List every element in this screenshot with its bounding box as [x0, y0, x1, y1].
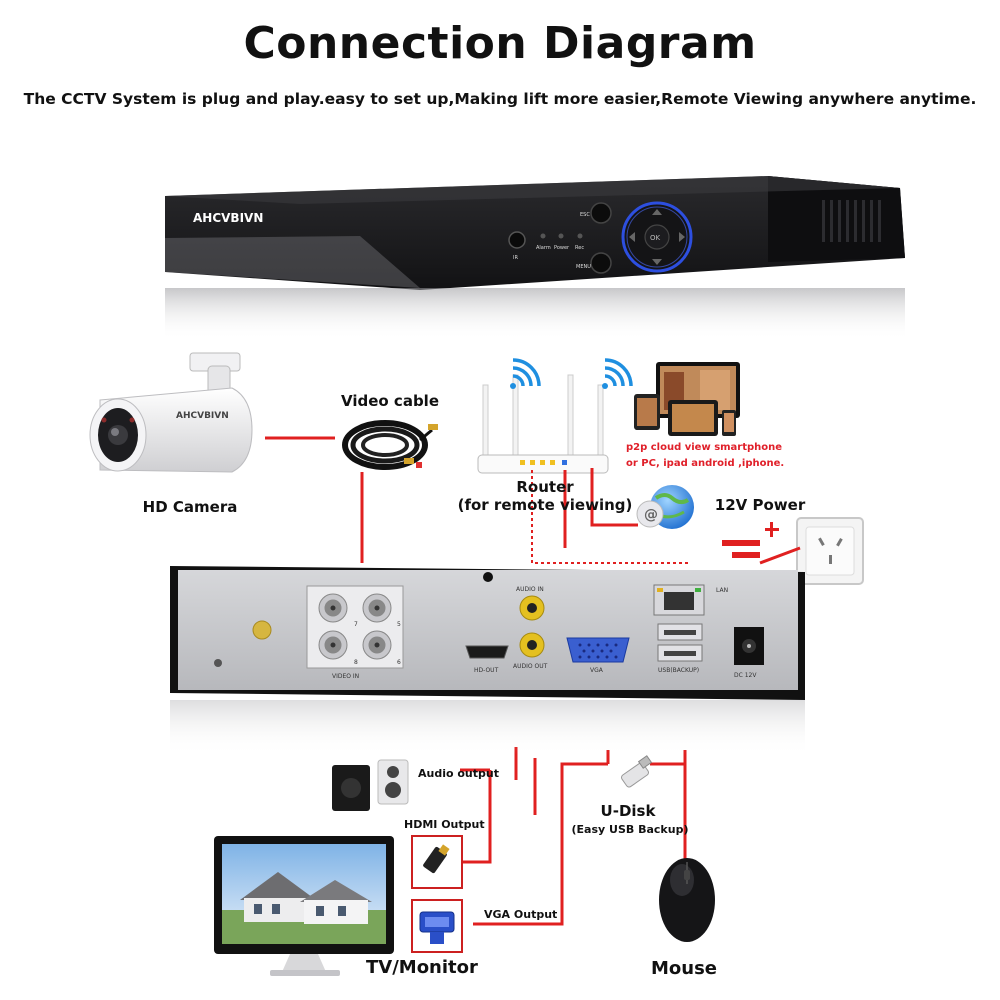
speakers-icon: [332, 759, 409, 811]
page-title: Connection Diagram: [243, 18, 757, 69]
router-note: (for remote viewing): [457, 496, 633, 514]
tv-monitor-icon: [214, 836, 394, 976]
wall-outlet-icon: [796, 517, 864, 585]
connection-cables: [265, 436, 801, 926]
video-cable-coil: [342, 420, 438, 470]
dvr-back-panel: [170, 566, 805, 755]
mouse-icon: [659, 858, 715, 942]
camera-brand: AHCVBIVN: [176, 411, 229, 421]
router-label: Router: [516, 478, 574, 496]
vga-cable-icon: [411, 899, 463, 953]
internet-globe-icon: @: [636, 485, 694, 529]
svg-text:@: @: [644, 507, 658, 523]
vga-output-label: VGA Output: [484, 908, 558, 921]
audio-out-label: AUDIO OUT: [513, 663, 548, 670]
wifi-icon-right: [602, 358, 633, 389]
usb-label: USB(BACKUP): [658, 667, 699, 674]
power-label: 12V Power: [714, 496, 806, 514]
channel-8-label: 8: [354, 659, 358, 666]
channel-6-label: 6: [397, 659, 401, 666]
channel-7-label: 7: [354, 621, 358, 628]
hd-camera: [89, 352, 253, 473]
channel-5-label: 5: [397, 621, 401, 628]
dvr-menu-label: MENU: [576, 264, 591, 270]
hdmi-cable-icon: [411, 835, 463, 889]
network-cable-dotted: [531, 470, 688, 564]
p2p-line-2: or PC, ipad android ,iphone.: [626, 458, 785, 469]
dvr-led-rec: Rec: [575, 245, 584, 251]
audio-output-label: Audio output: [418, 767, 499, 780]
dvr-esc-label: ESC: [580, 212, 590, 218]
hd-out-label: HD-OUT: [474, 667, 499, 674]
dvr-led-alarm: Alarm: [536, 245, 551, 251]
u-disk-note: (Easy USB Backup): [571, 823, 689, 836]
wifi-icon-left: [510, 358, 541, 389]
hd-camera-label: HD Camera: [142, 498, 238, 516]
dc-label: DC 12V: [734, 672, 757, 679]
p2p-line-1: p2p cloud view smartphone: [626, 442, 783, 453]
power-polarity-icon: [722, 522, 779, 558]
u-disk-icon: [621, 755, 653, 788]
dvr-ok-label: OK: [650, 234, 661, 242]
router-device: [477, 374, 609, 474]
video-in-label: VIDEO IN: [332, 673, 359, 680]
dvr-brand: AHCVBIVN: [193, 211, 263, 225]
page-subtitle: The CCTV System is plug and play.easy to…: [23, 90, 977, 108]
audio-in-label: AUDIO IN: [516, 586, 544, 593]
vga-port-label: VGA: [590, 667, 604, 674]
dvr-led-power: Power: [554, 245, 570, 251]
mouse-label: Mouse: [651, 958, 718, 979]
hdmi-output-label: HDMI Output: [404, 818, 485, 831]
video-cable-label: Video cable: [341, 392, 439, 410]
lan-label: LAN: [716, 587, 728, 594]
tv-monitor-label: TV/Monitor: [366, 957, 478, 978]
remote-devices-image: [634, 362, 740, 436]
dvr-ir-label: IR: [513, 255, 518, 261]
u-disk-label: U-Disk: [600, 802, 656, 820]
dvr-front-unit: [165, 176, 905, 340]
